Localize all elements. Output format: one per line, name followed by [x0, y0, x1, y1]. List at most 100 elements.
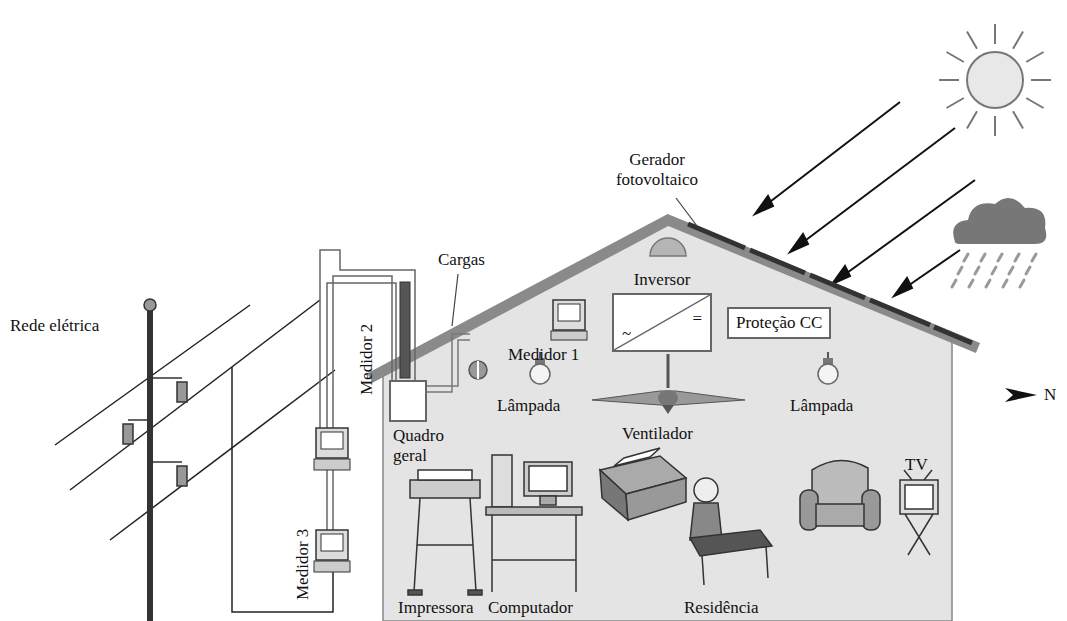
utility-pole-part-part [123, 424, 133, 444]
meter-3-part [314, 561, 350, 572]
raindrop [1003, 280, 1007, 287]
printer-part [410, 480, 480, 498]
utility-pole-part-part [150, 377, 182, 379]
computer [486, 455, 582, 592]
television-part [908, 514, 933, 555]
meter-2-part [316, 428, 348, 458]
house [370, 220, 978, 621]
ceiling-fan [592, 354, 745, 414]
part-label: N [1044, 385, 1056, 405]
sunlight-arrows-part [840, 180, 975, 278]
meter-3-part [321, 534, 343, 551]
sun-part [939, 24, 1051, 136]
meter-2-part [321, 432, 343, 449]
ceiling-fan-part [667, 354, 670, 388]
part-label: Lâmpada [790, 396, 853, 416]
utility-pole-part-part [177, 466, 187, 486]
sunlight-arrows-part [755, 196, 773, 214]
ceiling-fan-part [592, 391, 745, 405]
house-part [370, 220, 978, 378]
inverter-diagonal-line [614, 295, 710, 350]
meter-1 [551, 300, 587, 340]
service-wires-part [327, 283, 396, 430]
part-label: TV [905, 455, 928, 475]
utility-pole-part-part [177, 382, 187, 402]
computer-part [540, 496, 556, 505]
person-at-desk-part [766, 546, 768, 578]
person-at-desk-part [694, 478, 718, 502]
sun-part [967, 52, 1023, 108]
meter-2-part [314, 459, 350, 470]
raindrop [952, 280, 956, 287]
part-label: Medidor 1 [508, 345, 579, 365]
office-machine-part [600, 470, 628, 520]
sun-ray [947, 52, 964, 62]
meter-1-part [558, 304, 580, 321]
meter-3 [314, 530, 350, 572]
utility-pole-part [123, 378, 187, 486]
house-part [650, 238, 686, 256]
sunlight-arrows-part [894, 278, 912, 296]
television-part [900, 480, 938, 514]
utility-pole-part-part [128, 419, 150, 421]
node-label: Proteção CC [736, 313, 822, 333]
raindrop [958, 267, 962, 274]
raindrop [1015, 254, 1019, 261]
part-label: Impressora [398, 598, 474, 618]
sun-ray [967, 111, 977, 128]
leader-line [452, 274, 458, 326]
breaker-symbol-part [477, 361, 479, 379]
raindrop [975, 267, 979, 274]
inverter-symbol: = [692, 309, 702, 329]
rain-cloud-part [953, 198, 1046, 244]
raindrop [986, 280, 990, 287]
leader-line [676, 198, 697, 226]
load-wires [427, 334, 470, 392]
armchair [800, 460, 880, 530]
inverter-symbol: ~ [622, 324, 631, 344]
part-label: Rede elétrica [10, 316, 99, 336]
computer-part [524, 462, 572, 496]
sun-ray [947, 98, 964, 108]
television-part [905, 514, 930, 555]
office-machine [600, 448, 686, 520]
printer-part [468, 590, 482, 595]
raindrop [1026, 267, 1030, 274]
computer-part [486, 507, 582, 515]
sun-ray [1013, 111, 1023, 128]
photovoltaic-panels-part [688, 224, 745, 248]
lamp-part [818, 364, 838, 384]
part-label: Residência [684, 598, 759, 618]
breaker-symbol-part [469, 361, 487, 379]
part-label: Medidor 3 [293, 529, 313, 600]
part-label: Gerador fotovoltaico [598, 150, 716, 189]
photovoltaic-panels-part [934, 327, 972, 343]
meter-1-part [551, 331, 587, 340]
power-lines-part [110, 370, 335, 540]
utility-pole [123, 299, 187, 621]
person-at-desk-part [702, 555, 704, 585]
raindrop [964, 254, 968, 261]
office-machine-part [626, 478, 686, 520]
distribution-board: Quadro geral [389, 380, 427, 422]
load-wires-part [427, 340, 470, 386]
lamp-part [530, 364, 550, 384]
load-wires-part [427, 334, 470, 392]
lamp [818, 352, 838, 384]
computer-part [492, 455, 512, 507]
rain-cloud [952, 198, 1046, 287]
meter-1-part [553, 300, 585, 330]
protection-box: Proteção CC [727, 307, 831, 339]
television-part [905, 485, 933, 509]
computer-part [491, 515, 493, 592]
raindrop [981, 254, 985, 261]
breaker-symbol [469, 361, 487, 379]
ceiling-fan-part [662, 405, 674, 414]
person-at-desk [690, 478, 772, 585]
sun-ray [939, 79, 959, 81]
service-wires-part [333, 276, 392, 430]
printer [408, 470, 482, 595]
